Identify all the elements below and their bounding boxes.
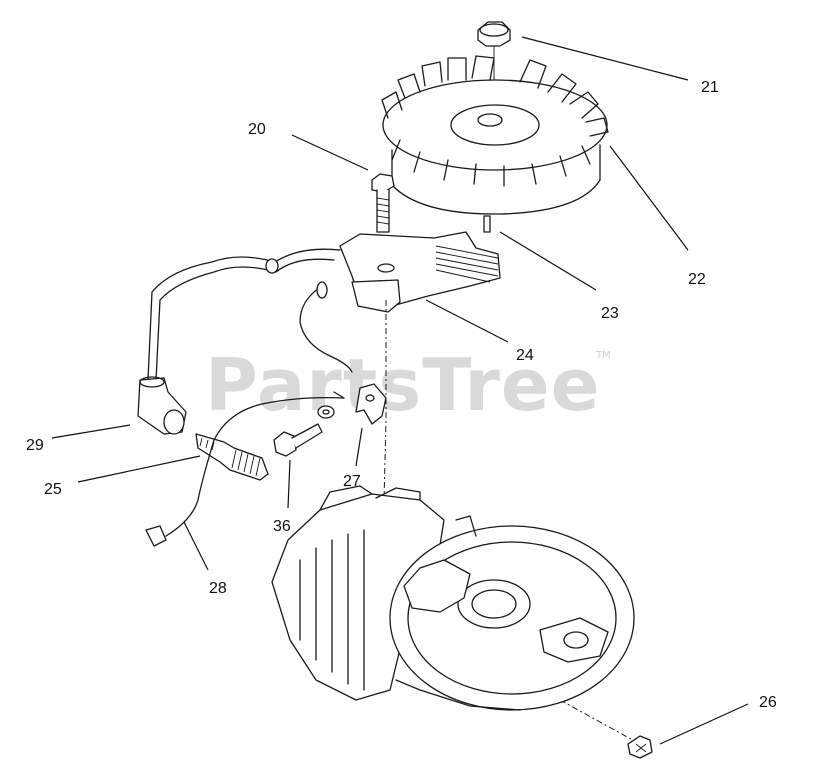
callout-21: 21 xyxy=(701,79,719,96)
spark-plug-boot-part-29 xyxy=(137,376,187,435)
assembly-centerline-screw xyxy=(559,699,641,745)
spark-plug-part-25 xyxy=(195,433,269,481)
leader-29 xyxy=(51,424,131,439)
callout-23: 23 xyxy=(601,305,619,322)
flywheel-part-22 xyxy=(381,55,609,215)
leader-36 xyxy=(287,459,291,509)
callout-36: 36 xyxy=(273,518,291,535)
screw-part-36 xyxy=(273,405,335,457)
leader-27 xyxy=(355,427,363,467)
leader-24 xyxy=(425,299,509,343)
watermark: PartsTree TM xyxy=(205,343,611,427)
callout-27: 27 xyxy=(343,473,361,490)
ignition-module-part-24 xyxy=(147,231,501,381)
leader-21 xyxy=(521,36,689,81)
ground-wire-part-28 xyxy=(145,396,345,547)
callout-20: 20 xyxy=(248,121,266,138)
leader-25 xyxy=(77,455,201,483)
callout-24: 24 xyxy=(516,347,534,364)
flywheel-nut-part-21 xyxy=(477,21,511,110)
callout-28: 28 xyxy=(209,580,227,597)
bolt-part-20 xyxy=(371,173,395,233)
leader-22 xyxy=(609,145,689,251)
leader-28 xyxy=(183,521,209,571)
watermark-text: PartsTree xyxy=(205,343,601,427)
leader-23 xyxy=(499,231,597,291)
watermark-trademark: TM xyxy=(595,350,611,361)
leader-20 xyxy=(291,134,369,171)
engine-block xyxy=(271,485,635,711)
ground-clip-part-27 xyxy=(333,383,387,425)
callout-29: 29 xyxy=(26,437,44,454)
callout-25: 25 xyxy=(44,481,62,498)
flywheel-key-part-23 xyxy=(483,215,491,233)
leader-26 xyxy=(659,703,749,745)
callout-26: 26 xyxy=(759,694,777,711)
callout-22: 22 xyxy=(688,271,706,288)
screw-part-26 xyxy=(627,735,653,759)
